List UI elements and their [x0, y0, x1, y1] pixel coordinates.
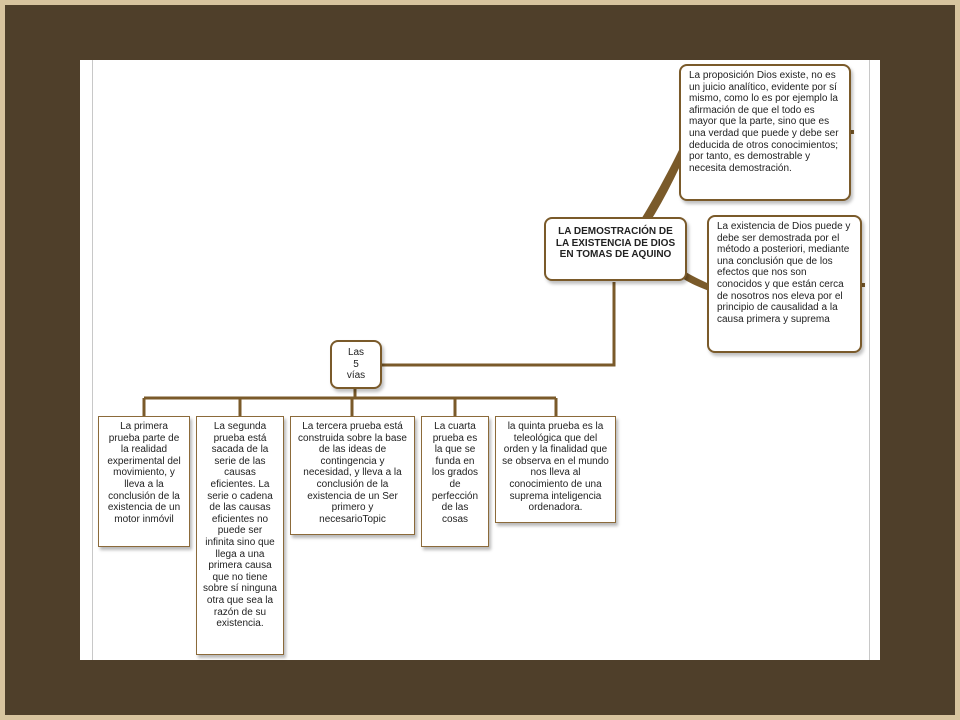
right-node-analytic[interactable]: La proposición Dios existe, no es un jui…	[679, 64, 851, 201]
branch-node-5-vias[interactable]: Las 5 vías	[330, 340, 382, 389]
way-node-second[interactable]: La segunda prueba está sacada de la seri…	[196, 416, 284, 655]
way-node-third[interactable]: La tercera prueba está construida sobre …	[290, 416, 415, 535]
collapse-marker-middle	[862, 283, 865, 287]
way-node-fourth[interactable]: La cuarta prueba es la que se funda en l…	[421, 416, 489, 547]
connector-central-to-branch	[380, 282, 616, 367]
canvas-edge-right	[869, 60, 870, 660]
way-node-fifth[interactable]: la quinta prueba es la teleológica que d…	[495, 416, 616, 523]
canvas-edge-left	[92, 60, 93, 660]
way-node-first[interactable]: La primera prueba parte de la realidad e…	[98, 416, 190, 547]
central-topic-node[interactable]: LA DEMOSTRACIÓN DE LA EXISTENCIA DE DIOS…	[544, 217, 687, 281]
collapse-marker-top	[851, 130, 854, 134]
right-node-a-posteriori[interactable]: La existencia de Dios puede y debe ser d…	[707, 215, 862, 353]
